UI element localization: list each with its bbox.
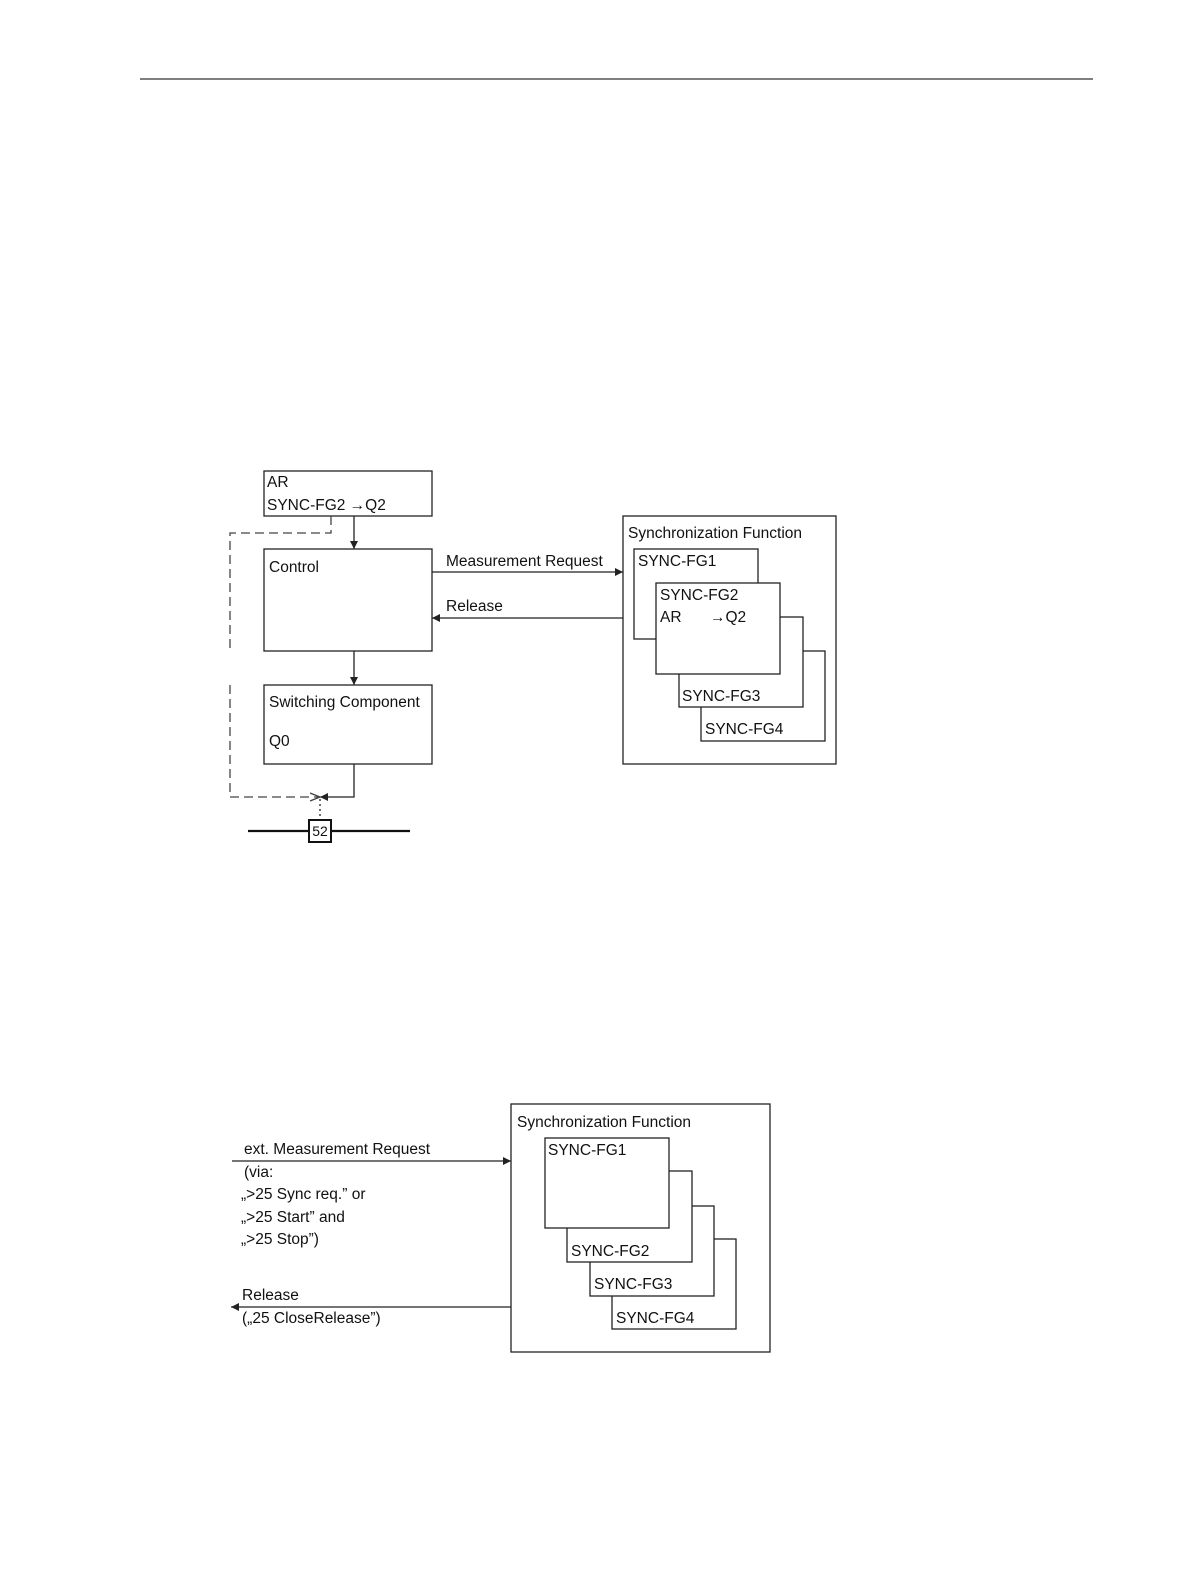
sync-function-title-1: Synchronization Function — [628, 525, 802, 542]
sync-fg1-frame-2 — [544, 1137, 670, 1229]
ext-request-line-1: (via: — [244, 1164, 273, 1181]
sync-fg2-line1-1: SYNC-FG2 — [660, 587, 738, 604]
release-label: Release — [446, 598, 503, 615]
sync-fg1-label-1: SYNC-FG1 — [638, 553, 716, 570]
switching-component-box: Switching Component Q0 — [263, 684, 433, 765]
sync-function-container-2: Synchronization Function SYNC-FG4 SYNC-F… — [510, 1103, 771, 1353]
sync-function-title-2: Synchronization Function — [517, 1114, 691, 1131]
ext-request-line-3: „>25 Start” and — [241, 1209, 345, 1226]
control-box: Control — [263, 548, 433, 652]
ar-box-line1: AR — [267, 474, 289, 491]
sync-fg3-label-1: SYNC-FG3 — [682, 688, 760, 705]
sync-function-container-1: Synchronization Function SYNC-FG4 SYNC-F… — [622, 515, 837, 765]
sync-fg2-label-2: SYNC-FG2 — [571, 1243, 649, 1260]
ar-box: AR SYNC-FG2 →Q2 — [263, 470, 433, 517]
ext-request-line-4: „>25 Stop”) — [241, 1231, 319, 1248]
ext-request-text-block: ext. Measurement Request (via: „>25 Sync… — [241, 1141, 431, 1248]
ext-release-line-1: („25 CloseRelease”) — [242, 1310, 381, 1327]
breaker-52: 52 — [308, 819, 332, 843]
breaker-label: 52 — [312, 823, 328, 839]
sync-fg2-frame-1 — [655, 582, 781, 675]
figure-2-diagram: ext. Measurement Request (via: „>25 Sync… — [231, 1103, 771, 1353]
ar-dashed-path-lower — [229, 685, 320, 797]
ar-dashed-path-upper — [229, 516, 332, 650]
ext-request-line-2: „>25 Sync req.” or — [241, 1186, 365, 1203]
sync-fg2-line2-left-1: AR — [660, 609, 682, 626]
sync-fg1-label-2: SYNC-FG1 — [548, 1142, 626, 1159]
breaker-frame — [308, 819, 332, 843]
control-box-label: Control — [269, 559, 319, 576]
sync-fg2-line2-right-1: →Q2 — [710, 609, 746, 626]
ext-request-line-0: ext. Measurement Request — [244, 1141, 431, 1158]
ar-box-frame — [263, 470, 433, 517]
ar-box-line2: SYNC-FG2 →Q2 — [267, 497, 386, 514]
switching-box-line1: Switching Component — [269, 694, 420, 711]
measurement-request-label: Measurement Request — [446, 553, 603, 570]
switching-to-breaker-arrow — [320, 764, 355, 801]
ext-release-text-block: Release („25 CloseRelease”) — [242, 1287, 381, 1327]
control-box-frame — [263, 548, 433, 652]
figure-1-diagram: AR SYNC-FG2 →Q2 Control Switching Compon… — [229, 470, 837, 843]
ext-release-line-0: Release — [242, 1287, 299, 1304]
sync-fg4-label-1: SYNC-FG4 — [705, 721, 784, 738]
switching-box-line2: Q0 — [269, 733, 290, 750]
sync-fg4-label-2: SYNC-FG4 — [616, 1310, 695, 1327]
sync-fg3-label-2: SYNC-FG3 — [594, 1276, 672, 1293]
switching-box-frame — [263, 684, 433, 765]
